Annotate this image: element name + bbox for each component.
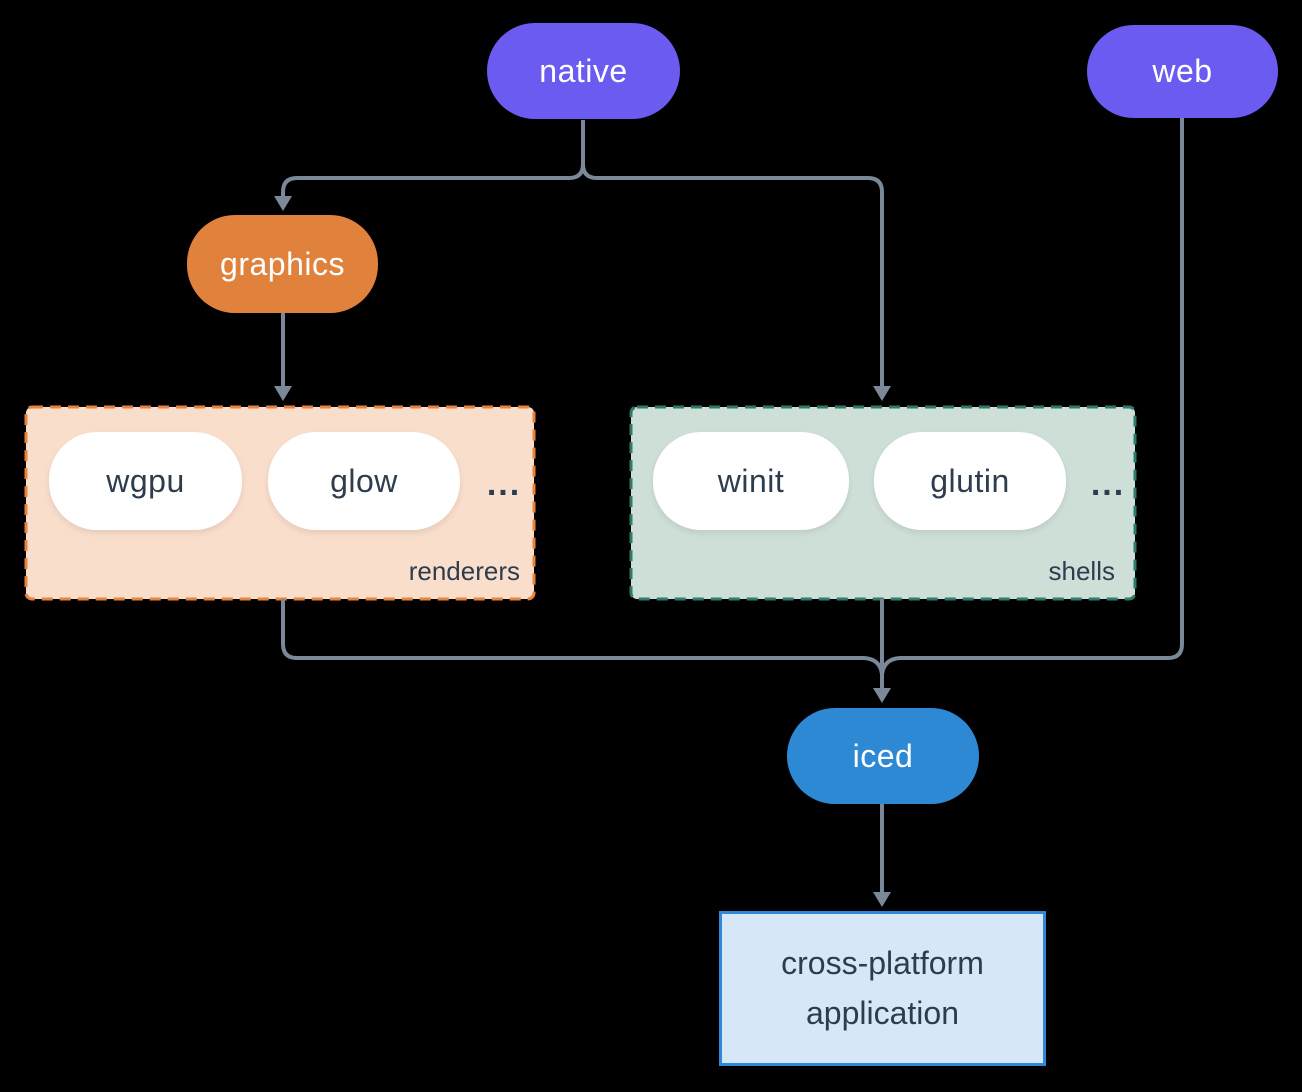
node-application-label: cross-platform application bbox=[781, 944, 984, 1031]
shells-group-label: shells bbox=[1048, 556, 1115, 586]
node-web-label: web bbox=[1152, 53, 1213, 89]
edge-native-shells bbox=[581, 120, 884, 388]
node-iced: iced bbox=[787, 708, 979, 804]
node-native: native bbox=[487, 23, 680, 119]
node-glow-label: glow bbox=[330, 462, 398, 499]
renderers-group-label: renderers bbox=[408, 556, 520, 586]
arrowhead-iced-application bbox=[873, 892, 891, 907]
node-cross-platform-application: cross-platform application bbox=[719, 911, 1046, 1066]
edge-web-iced bbox=[880, 118, 1184, 675]
arrowhead-junction-iced bbox=[873, 688, 891, 703]
node-glow: glow bbox=[268, 432, 460, 530]
node-winit: winit bbox=[653, 432, 849, 530]
shells-ellipsis: ... bbox=[1090, 464, 1126, 503]
edge-native-graphics bbox=[281, 120, 585, 198]
node-native-label: native bbox=[539, 52, 628, 89]
node-glutin: glutin bbox=[874, 432, 1066, 530]
node-glutin-label: glutin bbox=[930, 462, 1010, 499]
node-iced-label: iced bbox=[852, 737, 914, 774]
node-web: web bbox=[1087, 25, 1278, 118]
arrowhead-graphics-renderers bbox=[274, 386, 292, 401]
node-winit-label: winit bbox=[717, 462, 785, 499]
edge-renderers-iced bbox=[281, 599, 884, 675]
renderers-ellipsis: ... bbox=[486, 464, 522, 503]
node-graphics-label: graphics bbox=[220, 245, 345, 282]
node-wgpu-label: wgpu bbox=[106, 462, 185, 499]
arrowhead-native-shells bbox=[873, 386, 891, 401]
arrowhead-native-graphics bbox=[274, 196, 292, 211]
node-graphics: graphics bbox=[187, 215, 378, 313]
node-wgpu: wgpu bbox=[49, 432, 242, 530]
